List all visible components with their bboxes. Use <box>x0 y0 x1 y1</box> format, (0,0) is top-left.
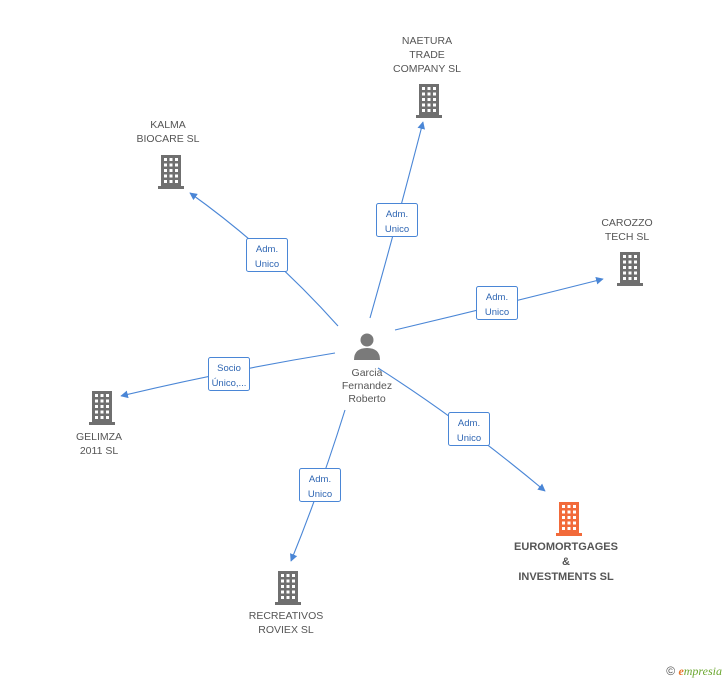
building-icon-kalma[interactable] <box>158 155 184 189</box>
brand-initial: e <box>678 664 684 678</box>
edge-label-text-kalma: Adm. Unico <box>255 244 279 270</box>
company-label-euromortgages-line: EUROMORTGAGES <box>514 541 618 553</box>
building-icon-carozzo[interactable] <box>617 252 643 286</box>
company-label-recreativos-line: RECREATIVOS <box>249 610 323 622</box>
company-label-kalma: KALMA BIOCARE SL <box>136 119 199 145</box>
company-label-kalma-line: KALMA <box>150 119 186 131</box>
copyright-symbol: © <box>666 664 676 678</box>
company-label-carozzo: CAROZZO TECH SL <box>601 217 652 243</box>
edge-label-text-naetura-line: Adm. <box>386 209 408 220</box>
edge-label-text-recreativos: Adm. Unico <box>308 474 332 500</box>
edge-label-naetura[interactable]: Adm. Unico <box>376 203 418 237</box>
company-label-carozzo-line: TECH SL <box>605 231 650 243</box>
company-label-gelimza: GELIMZA 2011 SL <box>76 431 122 457</box>
edge-label-text-recreativos-line: Adm. <box>309 474 331 485</box>
company-label-carozzo-line: CAROZZO <box>601 217 652 229</box>
edge-label-text-kalma-line: Unico <box>255 259 279 270</box>
company-label-euromortgages-line: INVESTMENTS SL <box>518 571 614 583</box>
edge-label-euromortgages[interactable]: Adm. Unico <box>448 412 490 446</box>
copyright-footer: © empresia <box>666 664 722 679</box>
person-name-line: Roberto <box>348 393 386 405</box>
person-icon[interactable] <box>354 333 380 361</box>
edge-label-recreativos[interactable]: Adm. Unico <box>299 468 341 502</box>
building-icon-euromortgages[interactable] <box>556 502 582 536</box>
edge-label-text-gelimza-line: Único,... <box>212 378 247 389</box>
edge-label-text-carozzo-line: Adm. <box>486 292 508 303</box>
building-icon-gelimza[interactable] <box>89 391 115 425</box>
building-icon-naetura[interactable] <box>416 84 442 118</box>
edge-label-text-kalma-line: Adm. <box>256 244 278 255</box>
person-name-line: Fernandez <box>342 380 392 392</box>
company-label-kalma-line: BIOCARE SL <box>136 133 199 145</box>
edge-label-carozzo[interactable]: Adm. Unico <box>476 286 518 320</box>
edge-label-text-naetura-line: Unico <box>385 224 409 235</box>
company-label-gelimza-line: 2011 SL <box>80 445 118 457</box>
company-label-euromortgages-line: & <box>562 556 570 568</box>
edge-label-text-carozzo-line: Unico <box>485 307 509 318</box>
person-name-line: Garcia <box>352 367 383 379</box>
company-label-recreativos-line: ROVIEX SL <box>258 624 314 636</box>
company-label-naetura-line: NAETURA <box>402 35 452 47</box>
company-label-euromortgages: EUROMORTGAGES & INVESTMENTS SL <box>514 541 618 583</box>
company-label-gelimza-line: GELIMZA <box>76 431 122 443</box>
company-label-naetura-line: TRADE <box>409 49 445 61</box>
brand-logo: empresia <box>678 664 722 678</box>
edge-label-text-naetura: Adm. Unico <box>385 209 409 235</box>
company-label-naetura: NAETURA TRADE COMPANY SL <box>393 35 461 75</box>
edge-label-text-gelimza-line: Socio <box>217 363 241 374</box>
edge-label-text-recreativos-line: Unico <box>308 489 332 500</box>
edge-label-text-euromortgages-line: Unico <box>457 433 481 444</box>
brand-name: mpresia <box>683 664 722 678</box>
building-icon-recreativos[interactable] <box>275 571 301 605</box>
edge-label-text-euromortgages-line: Adm. <box>458 418 480 429</box>
edge-label-text-carozzo: Adm. Unico <box>485 292 509 318</box>
company-label-recreativos: RECREATIVOS ROVIEX SL <box>249 610 323 636</box>
edge-label-kalma[interactable]: Adm. Unico <box>246 238 288 272</box>
edge-label-text-euromortgages: Adm. Unico <box>457 418 481 444</box>
company-label-naetura-line: COMPANY SL <box>393 63 461 75</box>
